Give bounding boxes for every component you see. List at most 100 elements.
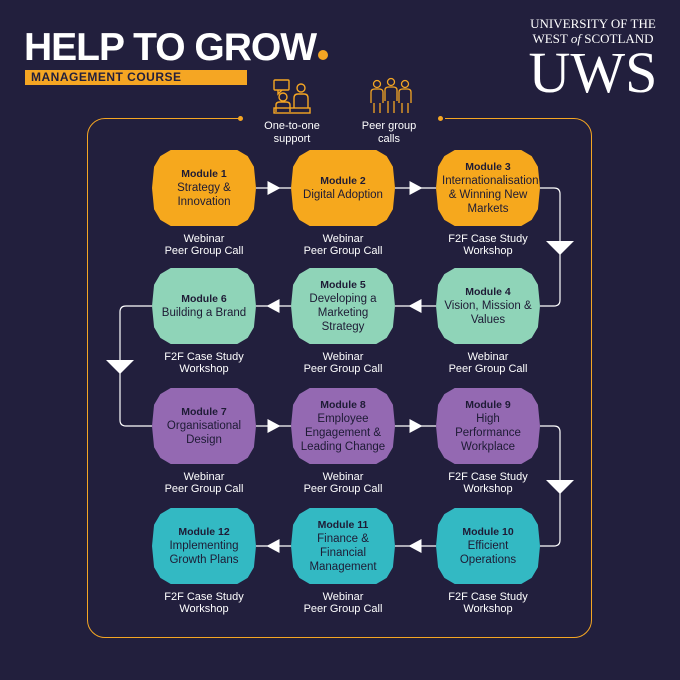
- module-title: Module 7: [181, 406, 227, 418]
- delivery-type: Webinar: [322, 591, 364, 603]
- delivery-detail: Peer Group Call: [164, 483, 244, 495]
- delivery-type: F2F Case Study: [164, 351, 244, 363]
- delivery-type: Webinar: [183, 233, 225, 245]
- delivery-detail: Peer Group Call: [303, 245, 383, 257]
- module-8: Module 8 Employee Engagement & Leading Ch…: [291, 388, 395, 464]
- module-title: Module 10: [462, 526, 514, 538]
- module-5: Module 5 Developing a Marketing Strategy: [291, 268, 395, 344]
- module-9: Module 9 High Performance Workplace: [436, 388, 540, 464]
- arrow-down-icon: [546, 480, 574, 494]
- module-name: Finance & Financial Management: [309, 533, 377, 573]
- university-line2-part2: of: [570, 31, 581, 46]
- frame-dot-left: [238, 116, 243, 121]
- module-name: Vision, Mission & Values: [444, 300, 532, 326]
- delivery-type: F2F Case Study: [448, 591, 528, 603]
- delivery-type: F2F Case Study: [448, 233, 528, 245]
- module-name: Developing a Marketing Strategy: [309, 293, 377, 333]
- module-title: Module 4: [465, 286, 511, 298]
- module-title: Module 11: [317, 519, 369, 531]
- university-name-line1: UNIVERSITY OF THE: [530, 16, 656, 31]
- delivery-detail: Workshop: [463, 245, 513, 257]
- title-dot: [318, 50, 329, 60]
- peer-group-icon: [370, 77, 412, 113]
- arrow-right-icon: [409, 181, 423, 195]
- university-name-line2: WEST of SCOTLAND: [528, 32, 658, 45]
- university-line2-part3: SCOTLAND: [580, 31, 654, 46]
- arrow-down-icon: [546, 241, 574, 255]
- delivery-type: Webinar: [322, 233, 364, 245]
- delivery-type: Webinar: [467, 351, 509, 363]
- module-title: Module 6: [181, 293, 227, 305]
- delivery-detail: Workshop: [179, 603, 229, 615]
- uws-logo: UWS: [528, 40, 658, 105]
- arrow-down-icon: [106, 360, 134, 374]
- delivery-detail: Workshop: [463, 483, 513, 495]
- module-name: Digital Adoption: [303, 189, 383, 201]
- delivery-detail: Peer Group Call: [303, 483, 383, 495]
- module-3: Module 3 Internationalisation & Winning N…: [436, 150, 540, 226]
- module-6: Module 6 Building a Brand: [152, 268, 256, 344]
- delivery-type: F2F Case Study: [448, 471, 528, 483]
- module-7: Module 7 Organisational Design: [152, 388, 256, 464]
- delivery-detail: Peer Group Call: [164, 245, 244, 257]
- course-title-text: HELP TO GROW: [24, 26, 317, 69]
- arrow-right-icon: [267, 419, 281, 433]
- module-title: Module 2: [320, 175, 366, 187]
- course-title: HELP TO GROW: [24, 26, 329, 69]
- delivery-detail: Peer Group Call: [303, 363, 383, 375]
- one-to-one-label: One-to-one support: [264, 120, 320, 145]
- module-title: Module 12: [178, 526, 230, 538]
- delivery-detail: Peer Group Call: [303, 603, 383, 615]
- module-12: Module 12 Implementing Growth Plans: [152, 508, 256, 584]
- university-line2-part1: WEST: [532, 31, 571, 46]
- delivery-detail: Peer Group Call: [448, 363, 528, 375]
- delivery-type: Webinar: [322, 471, 364, 483]
- module-4: Module 4 Vision, Mission & Values: [436, 268, 540, 344]
- course-subtitle: MANAGEMENT COURSE: [25, 70, 247, 85]
- arrow-right-icon: [267, 181, 281, 195]
- module-name: High Performance Workplace: [455, 413, 521, 453]
- module-11: Module 11 Finance & Financial Management: [291, 508, 395, 584]
- delivery-detail: Workshop: [463, 603, 513, 615]
- frame-gap: [240, 110, 445, 126]
- frame-dot-right: [438, 116, 443, 121]
- module-name: Internationalisation & Winning New Marke…: [442, 175, 539, 215]
- delivery-type: F2F Case Study: [164, 591, 244, 603]
- peer-group-label: Peer group calls: [361, 120, 417, 145]
- module-name: Organisational Design: [166, 420, 242, 446]
- module-name: Employee Engagement & Leading Change: [300, 413, 386, 453]
- module-title: Module 5: [320, 279, 366, 291]
- module-2: Module 2 Digital Adoption: [291, 150, 395, 226]
- module-title: Module 3: [465, 161, 511, 173]
- arrow-left-icon: [266, 539, 280, 553]
- delivery-type: Webinar: [183, 471, 225, 483]
- one-to-one-icon: [273, 79, 311, 114]
- module-1: Module 1 Strategy & Innovation: [152, 150, 256, 226]
- arrow-right-icon: [409, 419, 423, 433]
- module-10: Module 10 Efficient Operations: [436, 508, 540, 584]
- module-title: Module 9: [465, 399, 511, 411]
- arrow-left-icon: [408, 299, 422, 313]
- delivery-type: Webinar: [322, 351, 364, 363]
- module-name: Implementing Growth Plans: [169, 540, 239, 566]
- module-title: Module 1: [181, 168, 227, 180]
- delivery-detail: Workshop: [179, 363, 229, 375]
- arrow-left-icon: [408, 539, 422, 553]
- module-name: Building a Brand: [161, 307, 247, 319]
- module-name: Strategy & Innovation: [177, 182, 231, 208]
- module-title: Module 8: [320, 399, 366, 411]
- module-name: Efficient Operations: [459, 540, 517, 566]
- arrow-left-icon: [266, 299, 280, 313]
